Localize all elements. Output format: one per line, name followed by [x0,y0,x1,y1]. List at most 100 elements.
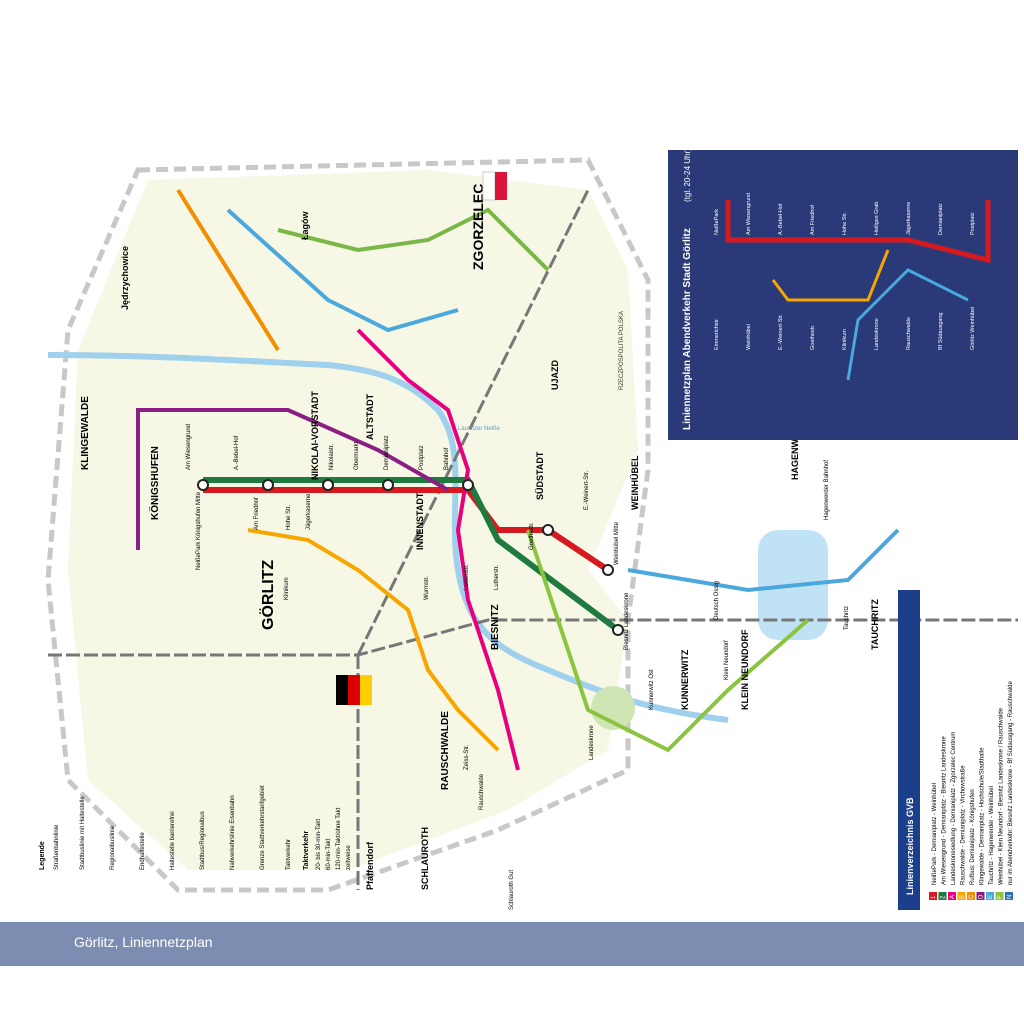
line-index-label: Weinhübel - Klein Neundorf - Biesnitz La… [999,707,1005,885]
legend-title: Legende [39,841,46,870]
poland-label: RZECZPOSPOLITA POLSKA [619,311,625,390]
stop-label: A.-Bebel-Hof [234,435,240,470]
line-A-route [356,328,520,771]
line-index-label: Rauschwalde - Demianiplatz - Virchowstra… [961,765,967,885]
district-label: BIESNITZ [490,604,501,650]
inset-stop-label: NeißePark [714,209,720,235]
inset-stop-label: Landeskrone [874,318,880,350]
inset-stop-label: Goethestr. [810,324,816,350]
district-label: KLEIN NEUNDORF [740,629,750,710]
stop-label: E.-Weinert-Str. [584,470,590,510]
district-label: KLINGEWALDE [80,396,91,470]
line-index-label: Tauchritz - Hagenwerder - Weinhübel [989,786,995,885]
inset-stop-label: Jägerkaserne [906,202,912,235]
stop-label: Bahnhof [444,447,450,470]
network-map: KLINGEWALDE KÖNIGSHUFEN GÖRLITZ NIKOLAI-… [28,150,1018,910]
legend-item: Taktverkehr [286,839,292,870]
stop-label: Schlauroth Gut [509,870,515,910]
stop-label: Am Wiesengrund [186,424,192,470]
line-badge [1005,892,1013,900]
stop-label: Klein Neundorf [724,640,730,680]
stop-label: Lutherstr. [494,565,500,590]
city-area [68,170,638,870]
line-index-item: 1 NeißePark - Demianiplatz - Weinhübel [929,783,938,900]
line-badge [948,892,956,900]
stop-label: Rauschwalde [479,773,485,810]
stop-label: Demianiplatz [384,435,390,470]
stop-markers [197,479,624,636]
railway-line-north [356,189,590,656]
stop-label: Biesnitz Landeskrone [624,592,630,650]
inset-line-1 [725,200,991,264]
line-F-route [526,529,810,753]
line-badge-label: 2 [941,895,947,899]
line-badge [929,892,937,900]
takt-item: zeitweise [346,845,352,870]
line-badge [995,892,1004,900]
inset-title: Liniennetzplan Abendverkehr Stadt Görlit… [682,228,693,430]
inset-stop-label: Am Wiesengrund [746,193,752,235]
district-label: RAUSCHWALDE [440,711,451,790]
line-badge-label: N [1007,895,1013,899]
takt-item: 60-min-Takt [326,838,332,870]
footer-bar: Görlitz, Liniennetzplan [0,922,1024,966]
stop-label: Landeskrone [589,725,595,760]
stop-label: Goethestr. [529,522,535,550]
line-1-route [203,487,610,573]
stop-label: Klinikum [284,577,290,600]
legend-item: Grenze Stadtverkehrstarifgebiet [260,785,266,870]
takt-label: Taktverkehr [303,831,310,870]
inset-stop-label: Heiliges Grab [874,202,880,235]
takt-item: 20- bis 30-min-Takt [316,819,322,870]
line-E-route [627,528,900,593]
stop-label: Deutsch Ossig [714,581,720,620]
line-badge-label: D [979,894,985,899]
line-badge-label: A [950,895,956,899]
district-label: GÖRLITZ [258,560,277,630]
tariff-border [45,157,651,893]
district-label: KUNNERWITZ [680,649,690,710]
line-index-label: Landeskronesiedlung - Demianiplatz - Zgo… [951,732,957,885]
stop-labels: NeißePark Königshufen Mitte A.-Bebel-Hof… [186,424,850,910]
polish-flag [482,171,507,201]
line-badge [957,892,966,900]
district-label: Pfaffendorf [365,841,375,890]
railway-line [48,618,1018,657]
line-badge [967,892,975,900]
takt-item: 120-min-Takt/ohne Takt [336,807,342,870]
legend-item: Straßenbahnlinie [54,824,60,870]
stop-label: Obermarkt [354,441,360,470]
line-B-route [247,528,500,752]
stop-marker [612,624,624,636]
district-label: ALTSTADT [365,393,375,440]
legend-item: Haltestelle barrierefrei [170,811,176,870]
stop-marker [262,479,274,491]
district-label: SÜDSTADT [535,451,545,500]
line-index-label: NeißePark - Demianiplatz - Weinhübel [932,783,938,885]
district-label: KÖNIGSHUFEN [148,446,161,520]
inset-stop-label: Rauschwalde [906,317,912,350]
stop-marker [322,479,334,491]
inset-stop-label: Klinikum [842,329,848,350]
stop-label: Wurmstr. [424,576,430,600]
line-index-item: A Landeskronesiedlung - Demianiplatz - Zg… [948,732,957,900]
inset-stop-label: A.-Bebel-Hof [778,203,784,235]
stop-marker [462,479,474,491]
line-index-label: Klingewalde - Demianiplatz - Hochschule/… [980,747,986,885]
inset-stop-label: Weinhübel [746,324,752,350]
line-2-route [203,477,620,633]
inset-stop-label: Görlitz Weinhübel [970,307,976,350]
line-badge-label: 1 [931,895,937,899]
stop-label: Hohe Str. [286,505,292,530]
stop-marker [197,479,209,491]
legend-item: Regionalbuslinie [110,825,116,870]
stop-label: Kunnerwitz Ost [649,669,655,710]
stop-label: Nikolaistr. [329,444,335,470]
zgorzelec-line-green [277,207,550,272]
